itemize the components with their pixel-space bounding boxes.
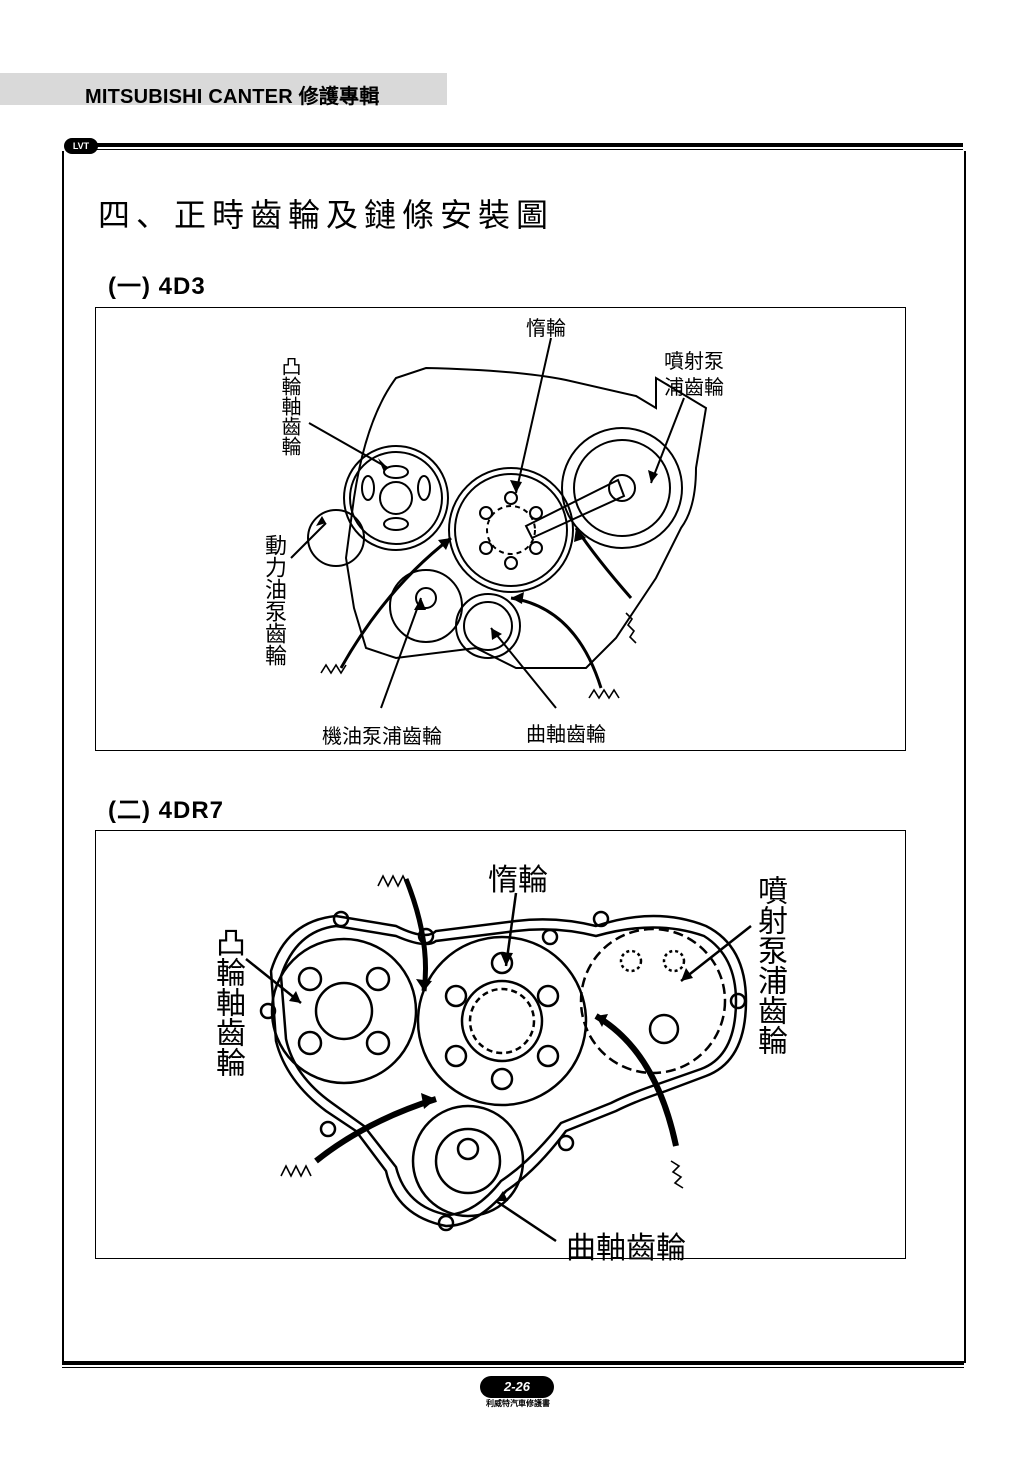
bottom-rule-thin [62, 1367, 964, 1368]
top-rule [96, 143, 963, 147]
diagram1-oil-pump-gear-label: 機油泵浦齒輪 [322, 724, 442, 748]
diagram2-crankshaft-gear-label: 曲軸齒輪 [566, 1231, 686, 1266]
diagram1-injection-pump-gear-label: 噴射泵 浦齒輪 [664, 349, 724, 399]
header-band [0, 73, 447, 105]
diagram1-crankshaft-gear-label: 曲軸齒輪 [526, 722, 606, 746]
diagram1-subtitle: (一) 4D3 [108, 273, 206, 300]
page-frame [62, 151, 966, 1363]
diagram2-drawing [245, 874, 752, 1243]
bottom-rule [62, 1361, 964, 1365]
top-rule-thin [96, 149, 963, 150]
publisher-name: 利威特汽車修護書 [486, 1399, 550, 1408]
diagram2-camshaft-gear-label: 凸輪軸齒輪 [210, 927, 245, 1077]
section-title: 四、正時齒輪及鏈條安裝圖 [98, 196, 555, 234]
diagram1-power-steering-pump-gear-label: 動力油泵齒輪 [261, 534, 286, 666]
diagram2-injection-pump-gear-label: 噴射泵浦齒輪 [752, 875, 787, 1055]
publisher-logo: LVT [64, 138, 98, 154]
page-number: 2-26 [480, 1376, 554, 1398]
diagram1-camshaft-gear-label: 凸輪軸齒輪 [278, 356, 302, 456]
diagram1-idler-label: 惰輪 [526, 316, 566, 340]
diagram1-drawing [290, 337, 708, 709]
diagram2-idler-label: 惰輪 [488, 863, 548, 898]
diagram2-subtitle: (二) 4DR7 [108, 797, 225, 824]
diagram1-4d3: 惰輪 噴射泵 浦齒輪 凸輪軸齒輪 動力油泵齒輪 機油泵浦齒輪 曲軸齒輪 [95, 307, 906, 751]
header-title: MITSUBISHI CANTER 修護專輯 [85, 86, 380, 108]
diagram2-4dr7: 惰輪 噴射泵浦齒輪 凸輪軸齒輪 曲軸齒輪 [95, 830, 906, 1266]
